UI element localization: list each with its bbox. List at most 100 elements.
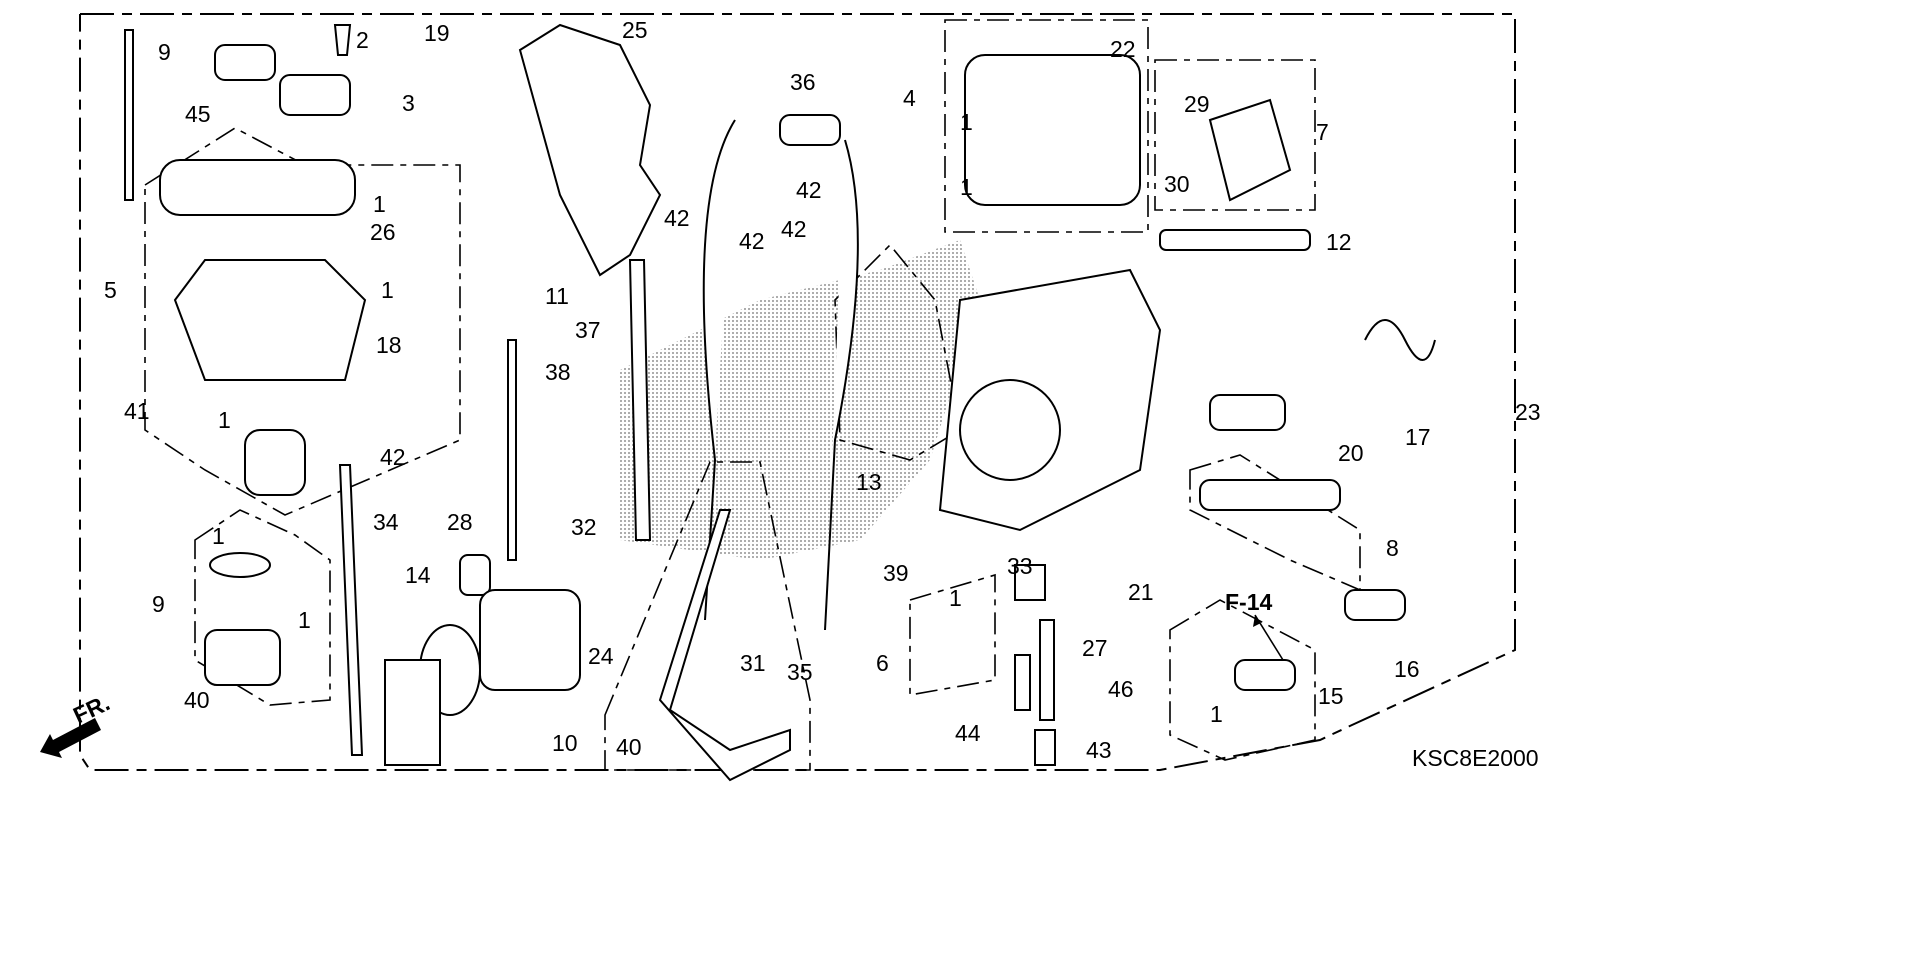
throat: [959, 379, 1061, 481]
callout-1: 1: [373, 191, 386, 217]
callout-39: 39: [883, 560, 909, 586]
callout-33: 33: [1007, 553, 1033, 579]
callout-42: 42: [781, 216, 807, 242]
callout-9: 9: [158, 39, 171, 65]
pilot-screw-group: [909, 573, 996, 696]
cover-3: [279, 74, 351, 116]
top-cover-4: [964, 54, 1141, 206]
joint-36: [779, 114, 841, 146]
sensor-17: [1209, 394, 1286, 431]
callout-25: 25: [622, 17, 648, 43]
accelerator-pump-group: [604, 461, 811, 771]
callout-24: 24: [588, 643, 614, 669]
plug: [244, 429, 306, 496]
callout-1: 1: [381, 277, 394, 303]
assembly-outline: [79, 13, 1516, 771]
callout-1: 1: [960, 174, 973, 200]
cap-2: [214, 44, 276, 81]
callout-20: 20: [1338, 440, 1364, 466]
callout-41: 41: [124, 398, 150, 424]
callout-2: 2: [356, 27, 369, 53]
callout-7: 7: [1316, 119, 1329, 145]
callout-27: 27: [1082, 635, 1108, 661]
callout-12: 12: [1326, 229, 1352, 255]
screw-16: [1344, 589, 1406, 621]
callout-40: 40: [184, 687, 210, 713]
callout-1: 1: [298, 607, 311, 633]
tube-37: [628, 259, 652, 541]
jet-15: [1234, 659, 1296, 691]
callout-38: 38: [545, 359, 571, 385]
jet-2: [333, 24, 352, 56]
plate-25: [518, 23, 662, 277]
diagram-code: KSC8E2000: [1412, 745, 1539, 771]
callout-42: 42: [380, 444, 406, 470]
callout-21: 21: [1128, 579, 1154, 605]
shading: [620, 240, 980, 560]
gasket-26: [159, 159, 356, 216]
callout-6: 6: [876, 650, 889, 676]
jet-43: [1034, 729, 1056, 766]
link-arm-group: [1154, 59, 1316, 211]
callout-34: 34: [373, 509, 399, 535]
callout-37: 37: [575, 317, 601, 343]
callout-1: 1: [218, 407, 231, 433]
pump-rod-10: [658, 509, 791, 782]
reference-label: F-14: [1225, 589, 1273, 615]
callout-1: 1: [960, 109, 973, 135]
callout-44: 44: [955, 720, 981, 746]
callout-23: 23: [1515, 399, 1541, 425]
callout-11: 11: [545, 283, 569, 309]
callout-15: 15: [1318, 683, 1344, 709]
float-chamber-group: [144, 127, 461, 516]
callout-45: 45: [185, 101, 211, 127]
callout-19: 19: [424, 20, 450, 46]
hose-36a: [702, 119, 736, 621]
collar-33: [1014, 564, 1046, 601]
callout-36: 36: [790, 69, 816, 95]
callout-9: 9: [152, 591, 165, 617]
callout-42: 42: [739, 228, 765, 254]
diaphragm: [209, 552, 271, 578]
callout-1: 1: [1210, 701, 1223, 727]
callout-32: 32: [571, 514, 597, 540]
holder-24: [479, 589, 581, 691]
callout-43: 43: [1086, 737, 1112, 763]
tube-34: [338, 464, 364, 756]
callout-1: 1: [949, 585, 962, 611]
front-direction-arrow-icon: [40, 718, 101, 758]
callout-8: 8: [1386, 535, 1399, 561]
callout-4: 4: [903, 85, 916, 111]
callout-10: 10: [552, 730, 578, 756]
callout-28: 28: [447, 509, 473, 535]
cable-9: [124, 29, 134, 201]
top-cover-group: [944, 19, 1149, 233]
callout-30: 30: [1164, 171, 1190, 197]
roller-28: [459, 554, 491, 596]
callout-29: 29: [1184, 91, 1210, 117]
callout-42: 42: [664, 205, 690, 231]
link-7: [1208, 98, 1292, 202]
callout-13: 13: [856, 469, 882, 495]
float-bowl-5: [173, 259, 367, 381]
callout-26: 26: [370, 219, 396, 245]
callout-46: 46: [1108, 676, 1134, 702]
hot-start-group: [1189, 454, 1361, 592]
callout-3: 3: [402, 90, 415, 116]
needle-38: [507, 339, 517, 561]
callout-22: 22: [1110, 36, 1136, 62]
callout-14: 14: [405, 562, 431, 588]
callout-40: 40: [616, 734, 642, 760]
jet-44: [1014, 654, 1031, 711]
spring-12: [1364, 319, 1436, 361]
direction-label: FR.: [69, 689, 114, 728]
plunger-8: [1199, 479, 1341, 511]
sensor-group: [1169, 599, 1316, 761]
callout-18: 18: [376, 332, 402, 358]
hose-36b: [824, 139, 859, 631]
callout-17: 17: [1405, 424, 1431, 450]
parts: [124, 23, 1436, 782]
callout-42: 42: [796, 177, 822, 203]
